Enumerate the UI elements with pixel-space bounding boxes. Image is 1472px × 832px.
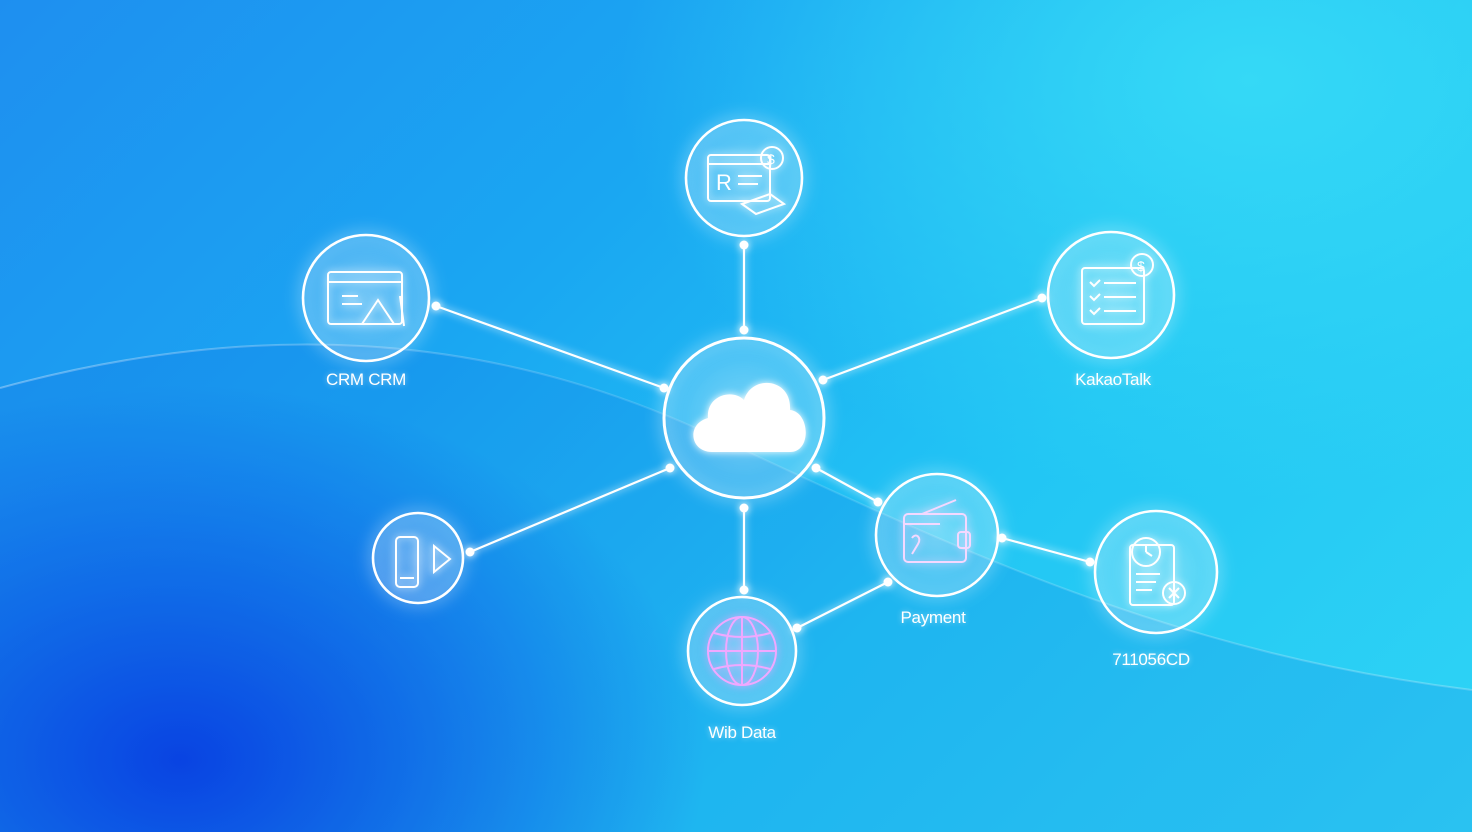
connector-dot bbox=[1085, 557, 1095, 567]
background-wave-fill bbox=[0, 344, 1472, 832]
node-top[interactable]: R $ bbox=[684, 118, 804, 238]
node-mobile[interactable] bbox=[371, 511, 465, 605]
invoice-r-dollar-icon bbox=[707, 146, 787, 216]
label-clock: 711056CD bbox=[1112, 650, 1190, 669]
clock-document-cancel-icon bbox=[1129, 537, 1186, 606]
connector-dot bbox=[811, 463, 821, 473]
label-web: Wib Data bbox=[708, 723, 776, 742]
label-crm: CRM CRM bbox=[325, 370, 407, 389]
node-payment[interactable] bbox=[874, 472, 1000, 598]
connector-dot bbox=[739, 585, 749, 595]
connector-dot bbox=[792, 623, 802, 633]
label-kakao: KakaoTalk bbox=[1075, 370, 1151, 389]
hub-node[interactable] bbox=[662, 336, 826, 500]
kakao-icon-dollar: $ bbox=[1137, 258, 1145, 274]
connector-dot bbox=[1037, 293, 1047, 303]
connector-mobile bbox=[468, 466, 672, 554]
checklist-dollar-icon bbox=[1081, 253, 1154, 325]
connector-dot bbox=[739, 240, 749, 250]
connector-dot bbox=[465, 547, 475, 557]
connector-dot bbox=[818, 375, 828, 385]
connector-dot bbox=[659, 383, 669, 393]
connector-payment-web bbox=[795, 580, 890, 630]
connector-dot bbox=[739, 325, 749, 335]
connector-dot bbox=[873, 497, 883, 507]
connectors bbox=[434, 243, 1092, 630]
connector-dot bbox=[997, 533, 1007, 543]
globe-icon bbox=[707, 616, 777, 686]
connector-dot bbox=[739, 503, 749, 513]
cloud-icon bbox=[693, 382, 806, 452]
connector-crm bbox=[434, 304, 666, 390]
mobile-play-icon bbox=[395, 536, 452, 588]
connector-dots bbox=[431, 240, 1095, 633]
connector-dot bbox=[431, 301, 441, 311]
connector-payment-clock bbox=[1000, 536, 1092, 564]
node-clock[interactable] bbox=[1093, 509, 1219, 635]
label-payment: Payment bbox=[900, 608, 966, 627]
top-icon-letter: R bbox=[716, 170, 732, 195]
crm-window-icon bbox=[327, 271, 405, 327]
wallet-icon bbox=[903, 499, 971, 563]
connector-kakao bbox=[821, 296, 1044, 382]
top-icon-dollar: $ bbox=[767, 151, 775, 167]
connector-dot bbox=[665, 463, 675, 473]
node-kakao[interactable]: $ bbox=[1046, 230, 1176, 360]
node-web[interactable] bbox=[686, 595, 798, 707]
connector-payment bbox=[814, 466, 880, 504]
node-crm[interactable] bbox=[301, 233, 431, 363]
connector-dot bbox=[883, 577, 893, 587]
